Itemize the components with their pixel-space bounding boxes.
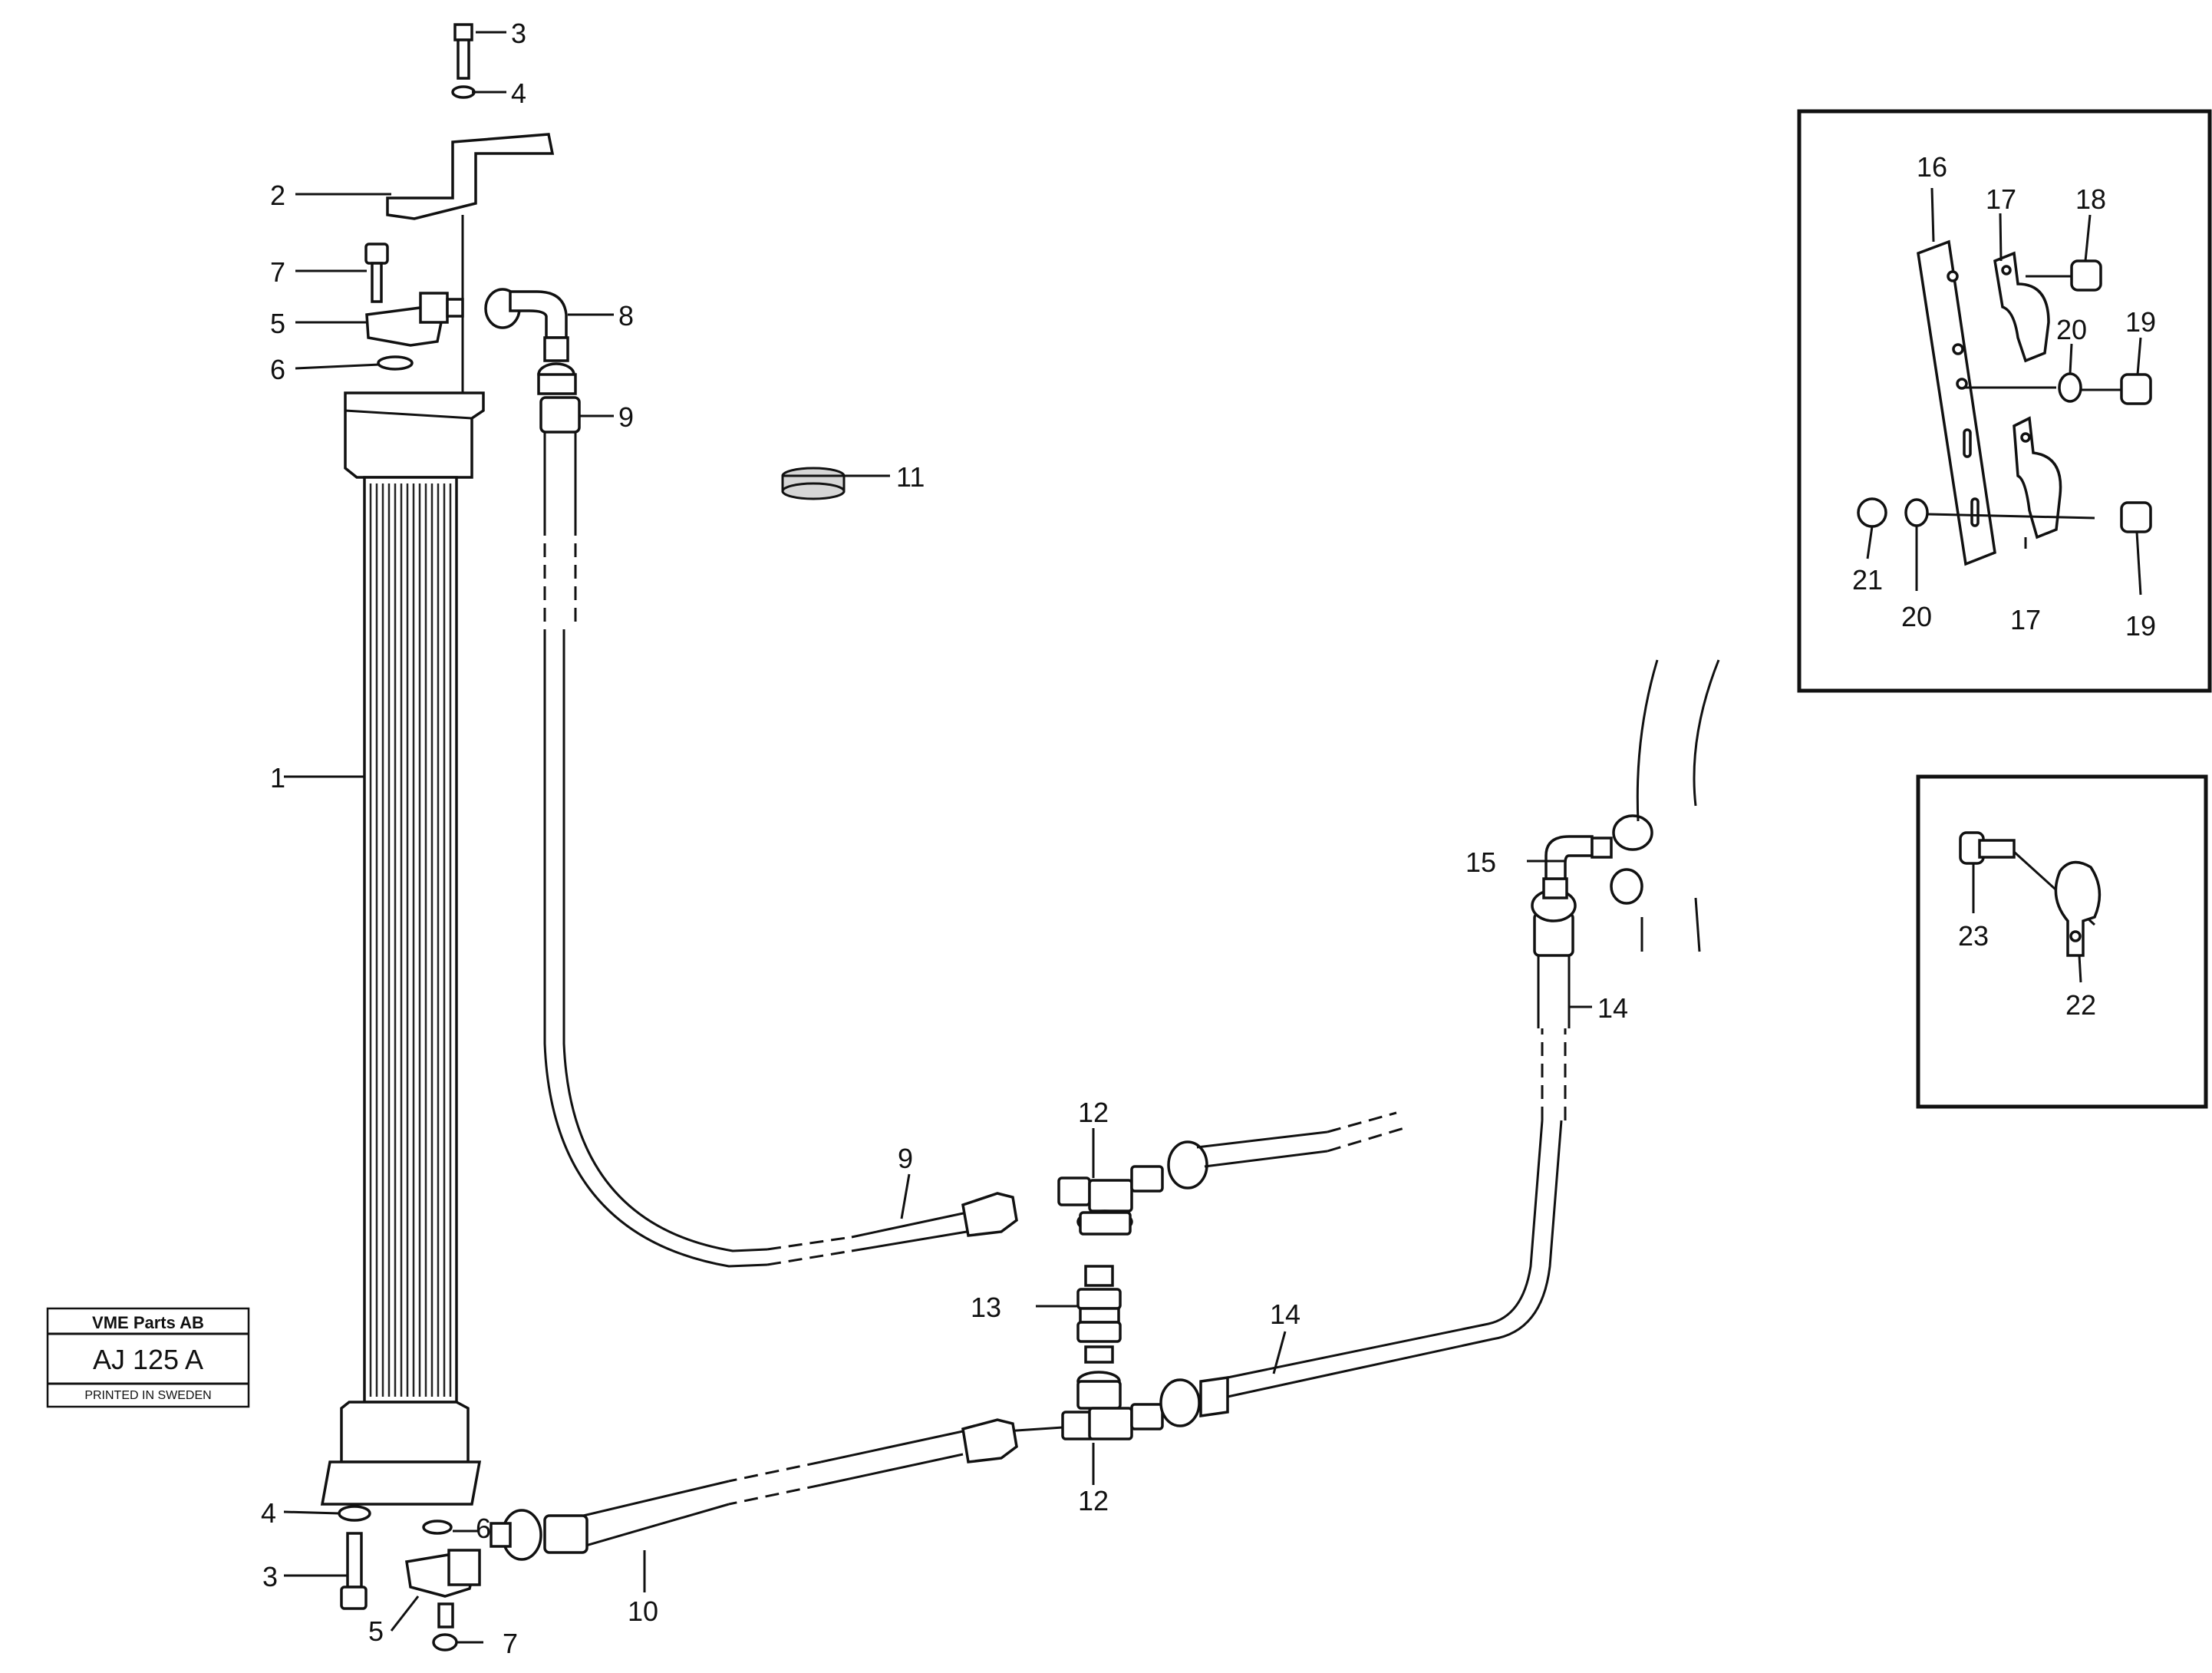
callout-18: 18 xyxy=(2075,183,2106,215)
callout-21: 21 xyxy=(1852,564,1883,596)
leader-lines xyxy=(283,31,2142,1644)
oil-cooler xyxy=(320,391,485,1506)
callout-20-top: 20 xyxy=(2056,314,2087,345)
washer xyxy=(451,85,476,99)
tee-fitting-upper xyxy=(1057,1111,1405,1236)
bottom-elbow-assembly xyxy=(338,1505,481,1652)
callout-7-top: 7 xyxy=(270,256,285,288)
vme-parts-stamp: VME Parts AB AJ 125 A PRINTED IN SWEDEN xyxy=(46,1307,250,1408)
detail-inset-clip xyxy=(1916,774,2208,1109)
mounting-bracket xyxy=(386,23,555,393)
bolt-head xyxy=(453,23,473,41)
callout-23: 23 xyxy=(1958,920,1989,952)
callout-12-bottom: 12 xyxy=(1078,1485,1109,1516)
double-nipple xyxy=(1076,1265,1122,1364)
callout-labels: 3 4 2 7 5 6 8 9 11 1 12 9 13 14 14 15 12… xyxy=(261,18,2156,1659)
callout-17-top: 17 xyxy=(1986,183,2016,215)
callout-6-bottom: 6 xyxy=(476,1513,491,1544)
callout-13: 13 xyxy=(971,1292,1001,1323)
callout-16: 16 xyxy=(1917,151,1947,183)
top-elbow-assembly xyxy=(364,243,577,395)
callout-2: 2 xyxy=(270,180,285,211)
hose-9 xyxy=(539,396,1018,1268)
callout-14-right: 14 xyxy=(1597,992,1628,1024)
callout-4-bottom: 4 xyxy=(261,1497,276,1529)
callout-7-bottom: 7 xyxy=(503,1628,518,1659)
callout-5-bottom: 5 xyxy=(368,1615,384,1647)
callout-1: 1 xyxy=(270,762,285,794)
callout-11: 11 xyxy=(896,461,925,493)
callout-19-top: 19 xyxy=(2125,306,2156,338)
hose-14 xyxy=(1199,659,1720,1418)
stamp-printed: PRINTED IN SWEDEN xyxy=(84,1389,211,1402)
callout-22: 22 xyxy=(2065,989,2096,1021)
callout-3-bottom: 3 xyxy=(262,1561,278,1592)
stamp-code: AJ 125 A xyxy=(93,1344,203,1375)
callout-14-bottom: 14 xyxy=(1270,1298,1300,1330)
detail-inset-clamp-bracket xyxy=(1797,109,2212,693)
callout-4-top: 4 xyxy=(511,78,526,109)
hose-10 xyxy=(490,1418,1063,1561)
callout-12-top: 12 xyxy=(1078,1097,1109,1128)
callout-8: 8 xyxy=(618,300,634,332)
tee-fitting-lower xyxy=(1061,1371,1201,1440)
callout-10: 10 xyxy=(628,1595,658,1627)
bolt-shank xyxy=(457,38,470,80)
callout-3-top: 3 xyxy=(511,18,526,49)
callout-5-top: 5 xyxy=(270,308,285,339)
callout-9-bottom: 9 xyxy=(898,1143,913,1174)
callout-20-bottom: 20 xyxy=(1901,601,1932,632)
callout-6-top: 6 xyxy=(270,354,285,385)
callout-19-bottom: 19 xyxy=(2125,610,2156,642)
callout-17-bottom: 17 xyxy=(2010,604,2041,635)
grommet xyxy=(781,467,846,500)
callout-15: 15 xyxy=(1465,846,1496,878)
callout-9-top: 9 xyxy=(618,401,634,433)
stamp-company: VME Parts AB xyxy=(92,1313,204,1332)
